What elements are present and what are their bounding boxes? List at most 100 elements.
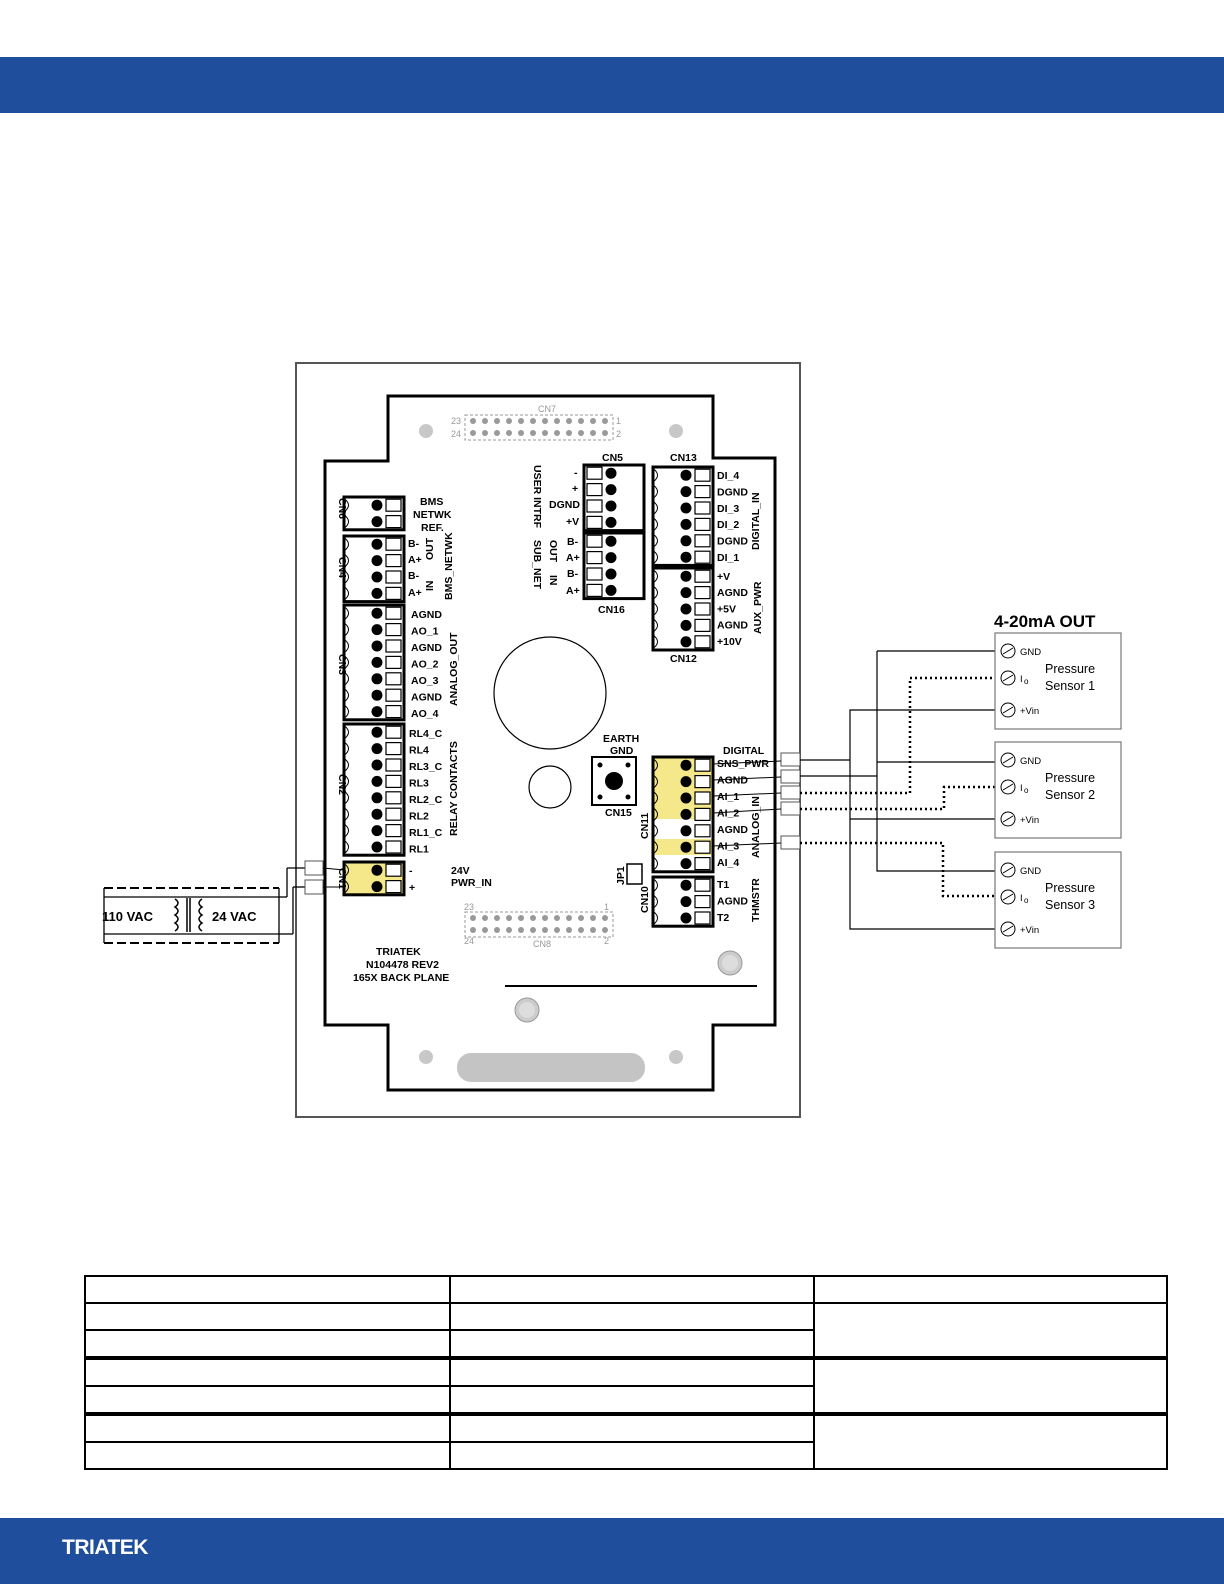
primary-voltage-label: 110 VAC (102, 909, 154, 924)
cn2-pin-label: RL3 (409, 778, 429, 790)
cn11-pin-label: AI_4 (717, 857, 739, 869)
cn4-label: CN4 (336, 557, 348, 578)
jp1-label: JP1 (615, 866, 627, 885)
thmstr-label: THMSTR (750, 878, 762, 922)
user-intrf-label: USER INTRF (531, 465, 543, 529)
cn2-pin-label: RL4 (409, 745, 429, 757)
sensors-heading: 4-20mA OUT (994, 612, 1096, 631)
table-row (84, 1385, 1167, 1415)
cn1-pin-label: + (409, 882, 415, 894)
cn2-pin-label: RL1 (409, 844, 429, 856)
gnd-terminal-label: GND (1020, 756, 1041, 767)
terminal-blocks (342, 418, 715, 933)
earth-gnd-terminal (591, 756, 637, 806)
secondary-voltage-label: 24 VAC (212, 909, 257, 924)
io-terminal-label: I (1020, 674, 1023, 685)
cn12-block (651, 566, 715, 652)
table-row (84, 1356, 1168, 1415)
cn3-pin-label: AO_4 (411, 708, 439, 720)
cn4-in-label: IN (424, 581, 436, 592)
cn10-pin-label: T2 (717, 912, 729, 924)
cn10-pin-label: AGND (717, 896, 748, 908)
cn5-pin-label: DGND (549, 499, 580, 511)
cn11-pin-label: SNS_PWR (717, 758, 769, 770)
cn11-pin-label: AGND (717, 775, 748, 787)
footer-band (0, 1518, 1224, 1584)
earth-gnd-label-2: GND (610, 745, 634, 757)
cn7-pin1: 1 (616, 416, 621, 426)
cn11-pin-label: AI_1 (717, 791, 739, 803)
cn15-label: CN15 (605, 807, 632, 819)
cn2-pin-label: RL2_C (409, 794, 443, 806)
sensor-name-line1: Pressure (1045, 771, 1095, 785)
cn5-pin-label: +V (566, 516, 579, 528)
cn12-pin-label: +5V (717, 603, 736, 615)
header-band (0, 57, 1224, 113)
analog-out-label: ANALOG_OUT (448, 632, 460, 706)
cn5-pin-label: + (572, 483, 578, 495)
bms-ref-label-2: NETWK (413, 509, 452, 521)
io-subscript: o (1024, 786, 1029, 795)
cn13-label: CN13 (670, 452, 697, 464)
cn8-pin2: 2 (604, 936, 609, 946)
cn6-label: CN6 (336, 498, 348, 519)
cn7-header (464, 414, 614, 441)
pwr-in-label-1: 24V (451, 865, 470, 877)
cn4-pin-label: A+ (408, 587, 422, 599)
cn16-pin-label: A+ (566, 585, 580, 597)
cn8-pin24: 24 (464, 936, 474, 946)
io-subscript: o (1024, 896, 1029, 905)
cn7-pin2: 2 (616, 429, 621, 439)
sensor-name-line2: Sensor 2 (1045, 788, 1095, 802)
cn3-pin-label: AGND (411, 609, 442, 621)
cn10-pin-label: T1 (717, 879, 729, 891)
mounting-holes (419, 424, 757, 1082)
vin-terminal-label: +Vin (1020, 925, 1039, 936)
cn13-pin-label: DI_1 (717, 552, 739, 564)
cn4-block (342, 534, 406, 604)
cn2-pin-label: RL3_C (409, 761, 443, 773)
cn13-pin-label: DI_4 (717, 470, 739, 482)
sensor-name-line1: Pressure (1045, 662, 1095, 676)
cn3-pin-label: AGND (411, 642, 442, 654)
cn16-label: CN16 (598, 604, 625, 616)
cn7-pin24: 24 (451, 429, 461, 439)
vin-terminal-label: +Vin (1020, 706, 1039, 717)
wiring-table (84, 1275, 1168, 1470)
cn11-label: CN11 (639, 813, 651, 839)
header-pins (470, 915, 608, 933)
sensor-name-line1: Pressure (1045, 881, 1095, 895)
io-terminal-label: I (1020, 893, 1023, 904)
cn12-label: CN12 (670, 653, 697, 665)
cn13-pin-label: DI_2 (717, 519, 739, 531)
cn7-label: CN7 (538, 404, 556, 414)
io-terminal-label: I (1020, 783, 1023, 794)
cn16-in-label: IN (547, 575, 559, 586)
cn13-pin-label: DI_3 (717, 503, 739, 515)
cn8-pin1: 1 (604, 902, 609, 912)
cn6-block (342, 495, 406, 532)
cn11-block (651, 755, 715, 874)
cn3-pin-label: AO_3 (411, 675, 439, 687)
table-row (84, 1329, 1167, 1359)
cn5-block (582, 463, 646, 533)
sensor-wiring (712, 650, 995, 930)
cn3-block (342, 603, 406, 722)
earth-gnd-label-1: EARTH (603, 733, 639, 745)
io-subscript: o (1024, 677, 1029, 686)
jp1-jumper (626, 863, 643, 885)
board-label-2: N104478 REV2 (366, 959, 439, 971)
cn11-pin-label: AI_3 (717, 841, 739, 853)
cn13-block (651, 465, 715, 567)
digital-sns-label: DIGITAL (723, 745, 765, 757)
